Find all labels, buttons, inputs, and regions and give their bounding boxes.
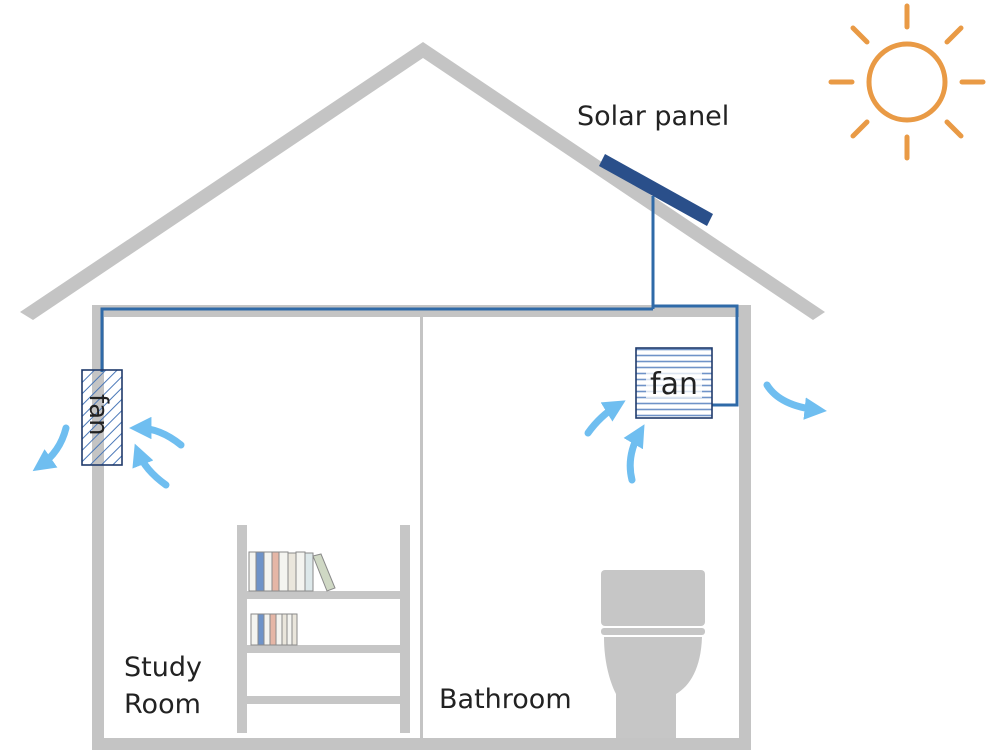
bathroom-label: Bathroom	[439, 684, 572, 715]
bookshelf-icon	[237, 525, 410, 733]
right-wall	[739, 305, 751, 750]
airflow-arrows	[32, 381, 827, 489]
toilet-tank	[601, 570, 705, 626]
study-room-label-line1: Study	[124, 652, 202, 683]
study-fan-label: fan	[83, 394, 113, 436]
wire-left	[100, 307, 653, 372]
books-top-shelf	[248, 551, 336, 592]
floor	[92, 738, 751, 750]
wiring	[100, 196, 739, 407]
bathroom-fan: fan	[635, 347, 713, 419]
toilet-bowl	[604, 637, 702, 738]
airflow-arrow	[584, 400, 626, 437]
solar-panel-label: Solar panel	[577, 101, 729, 132]
airflow-arrow	[129, 416, 185, 449]
airflow-arrow	[132, 443, 170, 489]
study-fan-housing	[81, 369, 123, 466]
partition-wall	[420, 317, 423, 738]
bathroom-fan-label: fan	[650, 367, 698, 402]
wire-right	[653, 304, 739, 407]
airflow-arrow	[623, 424, 645, 484]
study-fan: fan	[81, 369, 123, 466]
airflow-arrow	[763, 381, 827, 420]
solar-panel	[599, 154, 713, 226]
books-middle-shelf	[250, 613, 298, 646]
study-room-label-line2: Room	[124, 689, 201, 720]
airflow-arrow	[32, 424, 70, 472]
toilet-icon	[601, 570, 705, 738]
sun-icon	[828, 3, 986, 161]
roof	[20, 42, 825, 320]
